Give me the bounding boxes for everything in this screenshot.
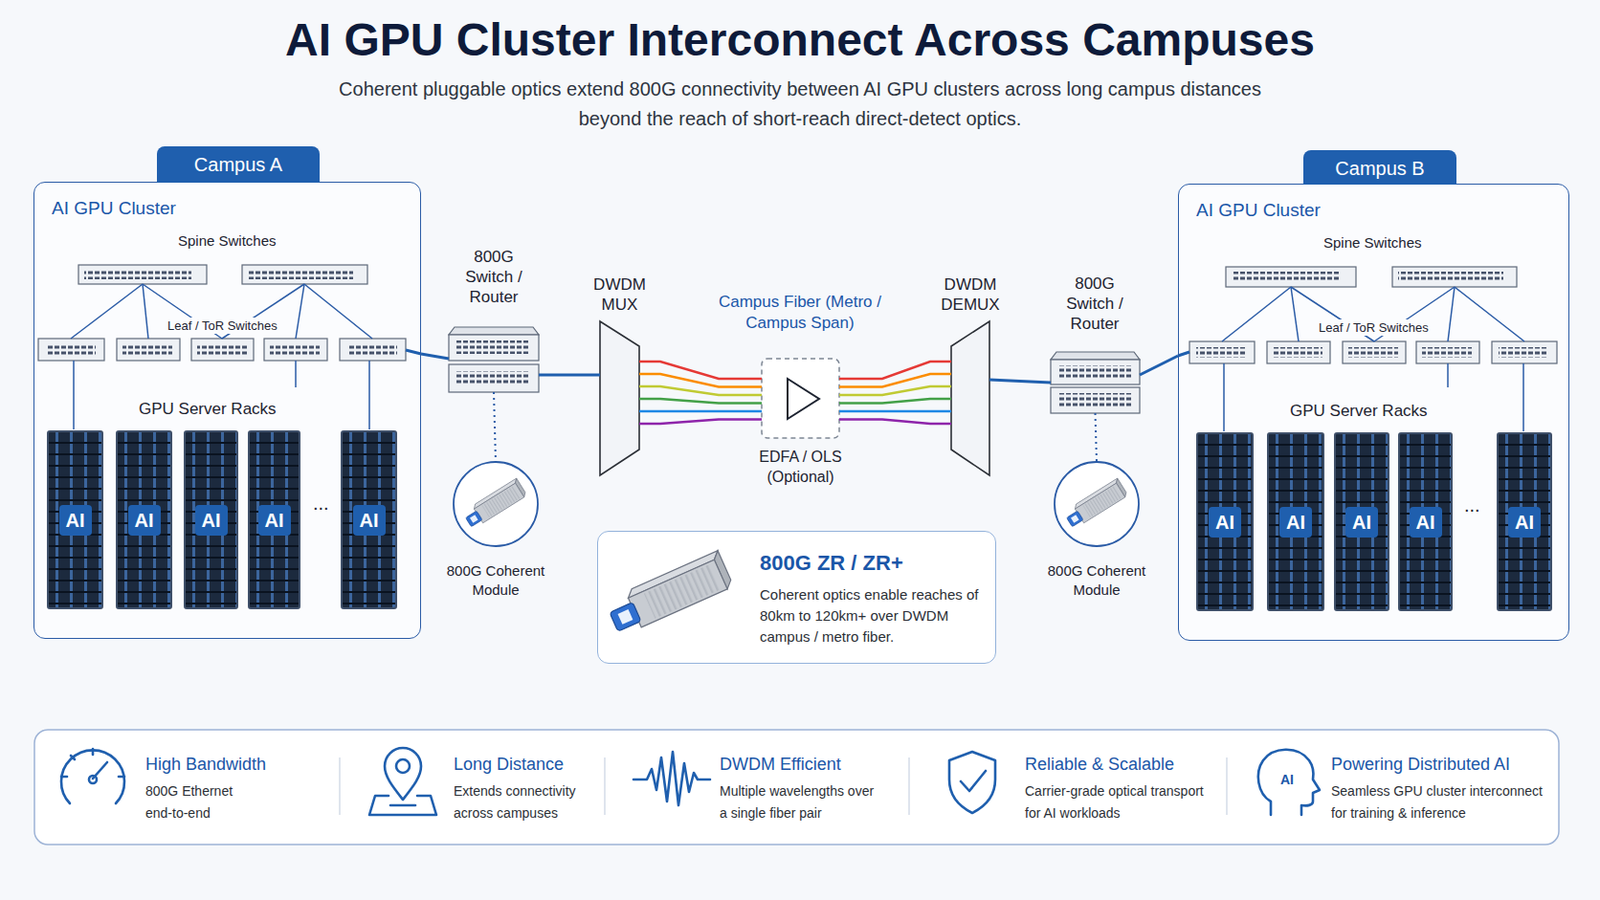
text-label: Leaf / ToR Switches [1315,319,1432,336]
span-label: Campus Fiber (Metro / Campus Span) [712,291,888,334]
text-label: Spine Switches [1323,233,1423,253]
gpu-rack: AI [115,430,173,610]
link-stroke [493,392,496,463]
node-title: DWDM MUX [588,274,651,315]
node-body: 800G Ethernet end-to-end [145,780,261,825]
gpu-rack: AI [340,430,398,610]
node-body: AI GPU Cluster [51,198,177,220]
node-title: High Bandwidth [145,755,267,776]
gpu-rack: AI [46,430,104,610]
text-label: AI [1280,771,1294,789]
fiber-bundle [639,361,762,424]
node-title: AI [353,505,386,536]
link-stroke [639,386,762,396]
link-stroke [538,374,600,378]
node-title: DWDM DEMUX [936,274,1004,315]
feature-item: Reliable & ScalableCarrier-grade optical… [1024,755,1222,833]
link-stroke [639,361,762,379]
gpu-rack: AI [1196,432,1254,612]
link-line [538,375,600,377]
gpu-rack: AI [1266,432,1325,612]
dwdm-mux: DWDM MUX [600,321,640,476]
node-title: AI [1208,507,1242,538]
node-title: Reliable & Scalable [1024,755,1175,776]
node-title: 800G Switch / Router [1058,273,1132,334]
text-label: Leaf / ToR Switches [164,317,281,334]
core-switch: 800G Switch / Router [1050,352,1140,414]
edfa-box: EDFA / OLS (Optional) [761,358,840,439]
node-title: Powering Distributed AI [1331,755,1511,776]
info-card: 800G ZR / ZR+ Coherent optics enable reac… [597,531,997,665]
link-stroke [639,410,762,413]
coherent-module: 800G Coherent Module [453,462,538,547]
text-label: Spine Switches [177,231,277,251]
gpu-rack: AI [183,430,239,610]
link-stroke [639,399,762,404]
fiber-bundle [839,361,952,424]
node-title: AI [59,505,92,536]
link-line [493,392,496,463]
link-stroke [839,386,952,396]
node-title: AI [195,505,228,536]
node-body: Extends connectivity across campuses [453,780,598,825]
link-line [421,354,449,359]
gpu-rack: AI [1333,432,1390,612]
link-stroke [989,379,1051,383]
link-line [989,379,1051,383]
node-body: Coherent optics enable reaches of 80km t… [759,584,982,648]
link-stroke [421,354,449,359]
node-title: EDFA / OLS (Optional) [740,446,861,488]
feature-item: DWDM EfficientMultiple wavelengths over … [719,755,892,833]
campus-tab: Campus A [156,146,320,183]
node-body: Multiple wavelengths over a single fiber… [719,780,885,825]
node-title: 800G Coherent Module [1035,561,1158,600]
gpu-rack: AI [1496,432,1553,612]
node-title: AI [1279,507,1312,538]
gpu-rack: AI [1398,432,1453,612]
text-label: GPU Server Racks [1289,400,1428,423]
core-switch: 800G Switch / Router [448,327,539,393]
node-title: AI [128,505,161,536]
feature-item: Long DistanceExtends connectivity across… [453,755,598,833]
link-stroke [839,361,952,379]
link-stroke [1139,355,1178,376]
node-body: Carrier-grade optical transport for AI w… [1024,780,1222,825]
link-stroke [1095,413,1098,463]
node-title: DWDM Efficient [719,755,842,776]
link-line [1095,413,1098,463]
link-stroke [839,374,952,388]
node-title: 800G Coherent Module [434,561,557,600]
node-title: Long Distance [453,755,564,776]
node-title: AI [258,505,291,536]
link-line [1139,355,1178,376]
link-stroke [639,420,762,425]
link-stroke [839,399,952,404]
node-title: 800G ZR / ZR+ [759,551,904,577]
gpu-rack: AI [247,430,301,610]
caption: Coherent pluggable optics extend 800G co… [316,74,1284,134]
node-body: AI GPU Cluster [1196,200,1321,222]
feature-item: High Bandwidth 800G Ethernet end-to-end [145,755,289,833]
link-stroke [839,420,952,425]
node-title: AI [1409,507,1443,538]
node-body: Seamless GPU cluster interconnect for tr… [1331,780,1554,825]
node-title: AI [1508,507,1541,538]
text-label: ... [312,490,330,516]
coherent-module: 800G Coherent Module [1054,462,1139,547]
title: AI GPU Cluster Interconnect Across Campu… [0,13,1600,67]
text-label: GPU Server Racks [138,399,277,421]
node-title: 800G Switch / Router [457,246,531,308]
link-stroke [839,410,952,413]
node-title: AI [1345,507,1378,538]
dwdm-demux: DWDM DEMUX [951,321,990,476]
text-label: ... [1464,492,1481,518]
campus-tab: Campus B [1303,150,1457,185]
feature-item: Powering Distributed AI Seamless GPU clus… [1331,755,1554,833]
link-stroke [639,374,762,388]
